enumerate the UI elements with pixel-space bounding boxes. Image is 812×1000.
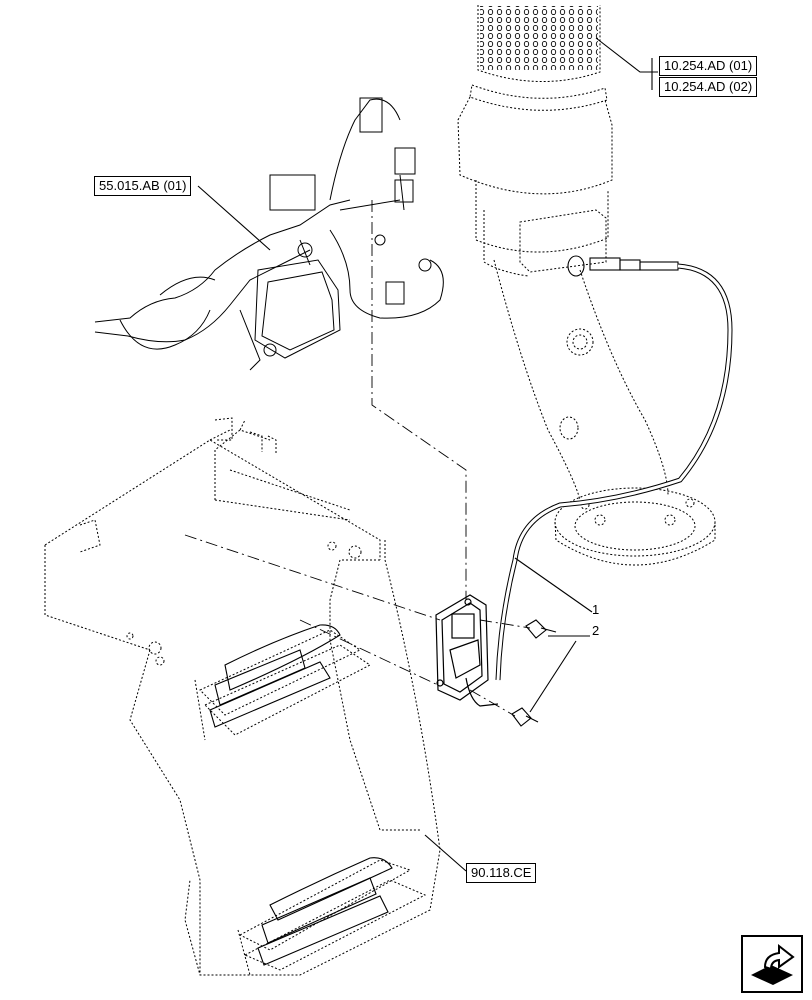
nox-sensor-probe <box>567 255 679 277</box>
callout-item-1: 1 <box>592 602 600 617</box>
leader-lines <box>197 37 658 872</box>
next-page-button[interactable] <box>741 935 803 993</box>
reference-label-90-118-ce[interactable]: 90.118.CE <box>466 863 537 883</box>
step-frame <box>44 417 441 976</box>
sensor-cable <box>495 263 733 681</box>
wiring-harness <box>94 97 444 371</box>
next-page-arrow-icon <box>741 935 803 993</box>
reference-label-10-254-ad-01[interactable]: 10.254.AD (01) <box>659 56 758 76</box>
nox-control-module <box>435 594 499 707</box>
alignment-lines <box>184 200 531 717</box>
step-treads <box>209 624 393 966</box>
callout-item-2: 2 <box>592 623 600 638</box>
reference-label-10-254-ad-02[interactable]: 10.254.AD (02) <box>659 77 758 97</box>
reference-label-55-015-ab-01[interactable]: 55.015.AB (01) <box>94 176 192 196</box>
mounting-bolts <box>511 619 557 727</box>
exhaust-pipe <box>457 5 716 566</box>
